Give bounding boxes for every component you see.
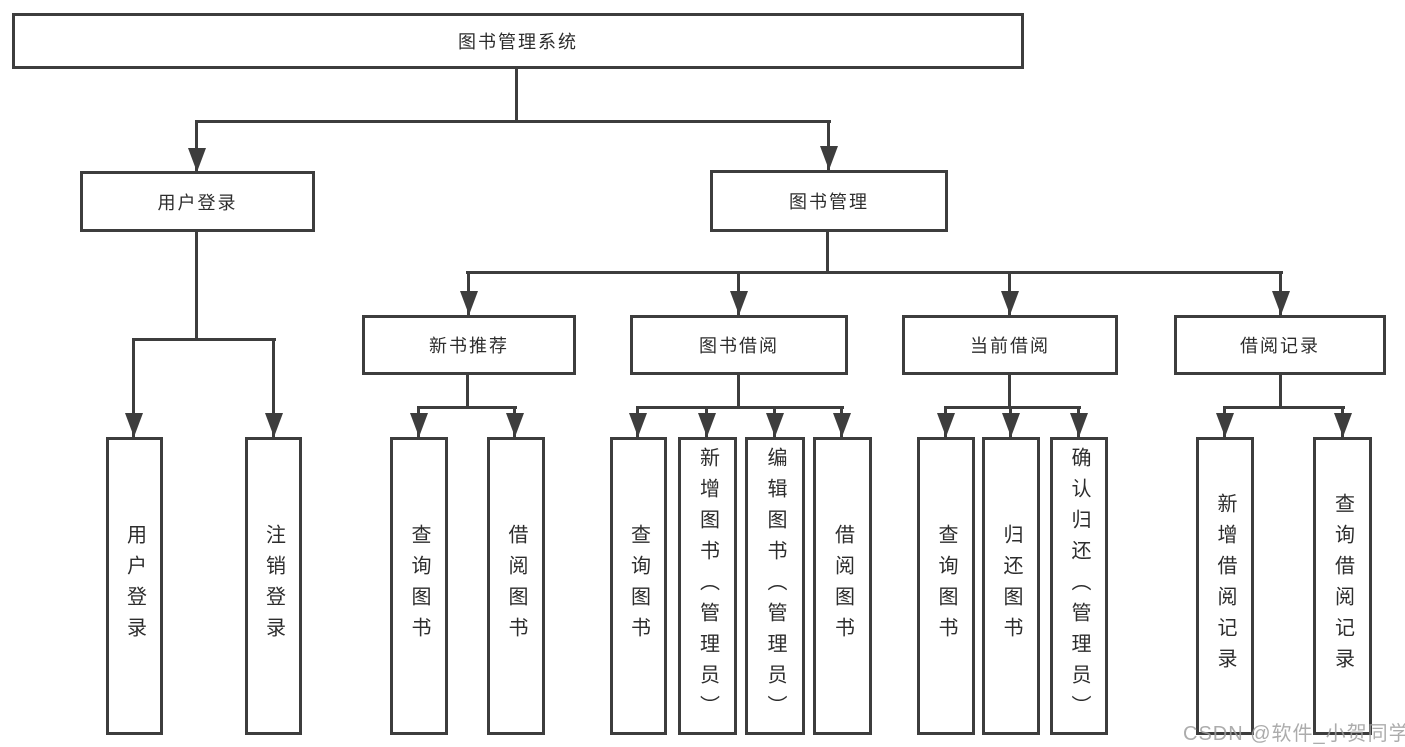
leaf-current-query-books-label: 查询图书 bbox=[935, 524, 957, 648]
connector-line bbox=[1279, 375, 1282, 409]
leaf-add-borrow-record-label: 新增借阅记录 bbox=[1214, 493, 1236, 679]
node-root-label: 图书管理系统 bbox=[458, 32, 578, 52]
leaf-query-borrow-record-label: 查询借阅记录 bbox=[1331, 493, 1354, 679]
connector-line bbox=[195, 232, 198, 340]
leaf-user-login: 用户登录 bbox=[106, 437, 163, 735]
node-book-management: 图书管理 bbox=[710, 170, 948, 232]
node-root-system: 图书管理系统 bbox=[12, 13, 1024, 69]
node-new-book-recommend: 新书推荐 bbox=[362, 315, 576, 375]
leaf-return-books-label: 归还图书 bbox=[1000, 524, 1022, 648]
connector-line bbox=[1008, 375, 1011, 409]
connector-line bbox=[132, 338, 276, 341]
connector-line bbox=[466, 271, 1283, 274]
arrow-down-icon bbox=[265, 413, 283, 437]
arrow-down-icon bbox=[820, 146, 838, 170]
connector-line bbox=[944, 406, 1081, 409]
leaf-borrowing-borrow-books: 借阅图书 bbox=[813, 437, 872, 735]
node-current-borrowing-label: 当前借阅 bbox=[970, 336, 1050, 356]
connector-line bbox=[636, 406, 844, 409]
leaf-newbook-borrow-books: 借阅图书 bbox=[487, 437, 545, 735]
arrow-down-icon bbox=[460, 291, 478, 315]
arrow-down-icon bbox=[766, 413, 784, 437]
leaf-add-borrow-record: 新增借阅记录 bbox=[1196, 437, 1254, 735]
connector-line bbox=[195, 120, 831, 123]
leaf-borrowing-borrow-books-label: 借阅图书 bbox=[831, 524, 854, 648]
node-borrowing-records-label: 借阅记录 bbox=[1240, 336, 1320, 356]
leaf-logout-label: 注销登录 bbox=[262, 524, 285, 648]
arrow-down-icon bbox=[937, 413, 955, 437]
arrow-down-icon bbox=[698, 413, 716, 437]
connector-line bbox=[1223, 406, 1345, 409]
connector-line bbox=[195, 120, 198, 172]
arrow-down-icon bbox=[1216, 413, 1234, 437]
leaf-current-query-books: 查询图书 bbox=[917, 437, 975, 735]
leaf-edit-books-admin-label: 编辑图书（管理员） bbox=[764, 446, 786, 726]
connector-line bbox=[272, 338, 275, 437]
connector-line bbox=[132, 338, 135, 437]
leaf-newbook-query-books: 查询图书 bbox=[390, 437, 448, 735]
connector-line bbox=[515, 67, 518, 122]
leaf-query-borrow-record: 查询借阅记录 bbox=[1313, 437, 1372, 735]
connector-line bbox=[827, 120, 830, 170]
leaf-borrowing-query-books-label: 查询图书 bbox=[627, 524, 650, 648]
leaf-confirm-return-admin-label: 确认归还（管理员） bbox=[1068, 446, 1090, 726]
leaf-borrowing-query-books: 查询图书 bbox=[610, 437, 667, 735]
leaf-add-books-admin: 新增图书（管理员） bbox=[678, 437, 737, 735]
arrow-down-icon bbox=[833, 413, 851, 437]
connector-line bbox=[417, 406, 517, 409]
leaf-edit-books-admin: 编辑图书（管理员） bbox=[745, 437, 805, 735]
arrow-down-icon bbox=[1001, 291, 1019, 315]
node-user-login-label: 用户登录 bbox=[157, 192, 238, 213]
arrow-down-icon bbox=[125, 413, 143, 437]
leaf-newbook-query-books-label: 查询图书 bbox=[408, 524, 430, 648]
node-book-borrowing-label: 图书借阅 bbox=[699, 336, 779, 356]
arrow-down-icon bbox=[1272, 291, 1290, 315]
arrow-down-icon bbox=[629, 413, 647, 437]
node-new-book-recommend-label: 新书推荐 bbox=[429, 336, 509, 356]
leaf-confirm-return-admin: 确认归还（管理员） bbox=[1050, 437, 1108, 735]
arrow-down-icon bbox=[410, 413, 428, 437]
connector-line bbox=[737, 375, 740, 409]
watermark: CSDN @软件_小贺同学 bbox=[1183, 723, 1405, 745]
arrow-down-icon bbox=[1070, 413, 1088, 437]
arrow-down-icon bbox=[1002, 413, 1020, 437]
node-book-management-label: 图书管理 bbox=[789, 192, 869, 212]
arrow-down-icon bbox=[506, 413, 524, 437]
arrow-down-icon bbox=[188, 148, 206, 172]
node-current-borrowing: 当前借阅 bbox=[902, 315, 1118, 375]
node-borrowing-records: 借阅记录 bbox=[1174, 315, 1386, 375]
leaf-add-books-admin-label: 新增图书（管理员） bbox=[696, 446, 719, 726]
arrow-down-icon bbox=[1334, 413, 1352, 437]
leaf-newbook-borrow-books-label: 借阅图书 bbox=[505, 524, 527, 648]
connector-line bbox=[826, 232, 829, 274]
leaf-logout: 注销登录 bbox=[245, 437, 302, 735]
connector-line bbox=[466, 375, 469, 409]
node-user-login: 用户登录 bbox=[80, 171, 315, 232]
leaf-user-login-label: 用户登录 bbox=[123, 524, 146, 648]
node-book-borrowing: 图书借阅 bbox=[630, 315, 848, 375]
arrow-down-icon bbox=[730, 291, 748, 315]
leaf-return-books: 归还图书 bbox=[982, 437, 1040, 735]
